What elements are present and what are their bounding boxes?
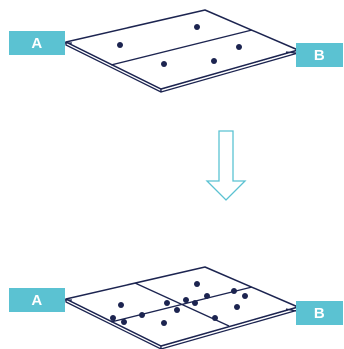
panel-after-dot [174,307,180,313]
panel-before-dot [236,44,242,50]
panel-after-dot [139,312,145,318]
panel-after-dot [121,319,127,325]
panel-after-dot [242,293,248,299]
label-a-bottom: A [9,288,65,312]
panel-before-dot [161,61,167,67]
panel-after-dot [110,315,116,321]
panel-after-dot [164,300,170,306]
panel-after-dot [234,304,240,310]
panel-after-dot [161,320,167,326]
label-b-bottom: B [296,301,343,325]
panel-after-dot [194,281,200,287]
panel-after-dot [231,288,237,294]
panel-after-dot [183,297,189,303]
panel-after-dot [212,315,218,321]
panel-after-face [65,266,299,347]
label-b-top: B [296,43,343,67]
down-arrow-icon [205,130,247,201]
panel-before [65,9,299,93]
label-b-bottom-connector [285,308,297,312]
label-a-top: A [9,31,65,55]
label-b-top-connector [285,51,297,54]
panel-before-face [65,9,299,90]
panel-before-dot [117,42,123,48]
panel-after-dot [204,293,210,299]
panel-after [65,266,299,349]
panel-after-dot [192,300,198,306]
panel-before-seam [110,29,253,66]
panel-after-dot [118,302,124,308]
panel-before-dot [194,24,200,30]
panel-before-dot [211,58,217,64]
